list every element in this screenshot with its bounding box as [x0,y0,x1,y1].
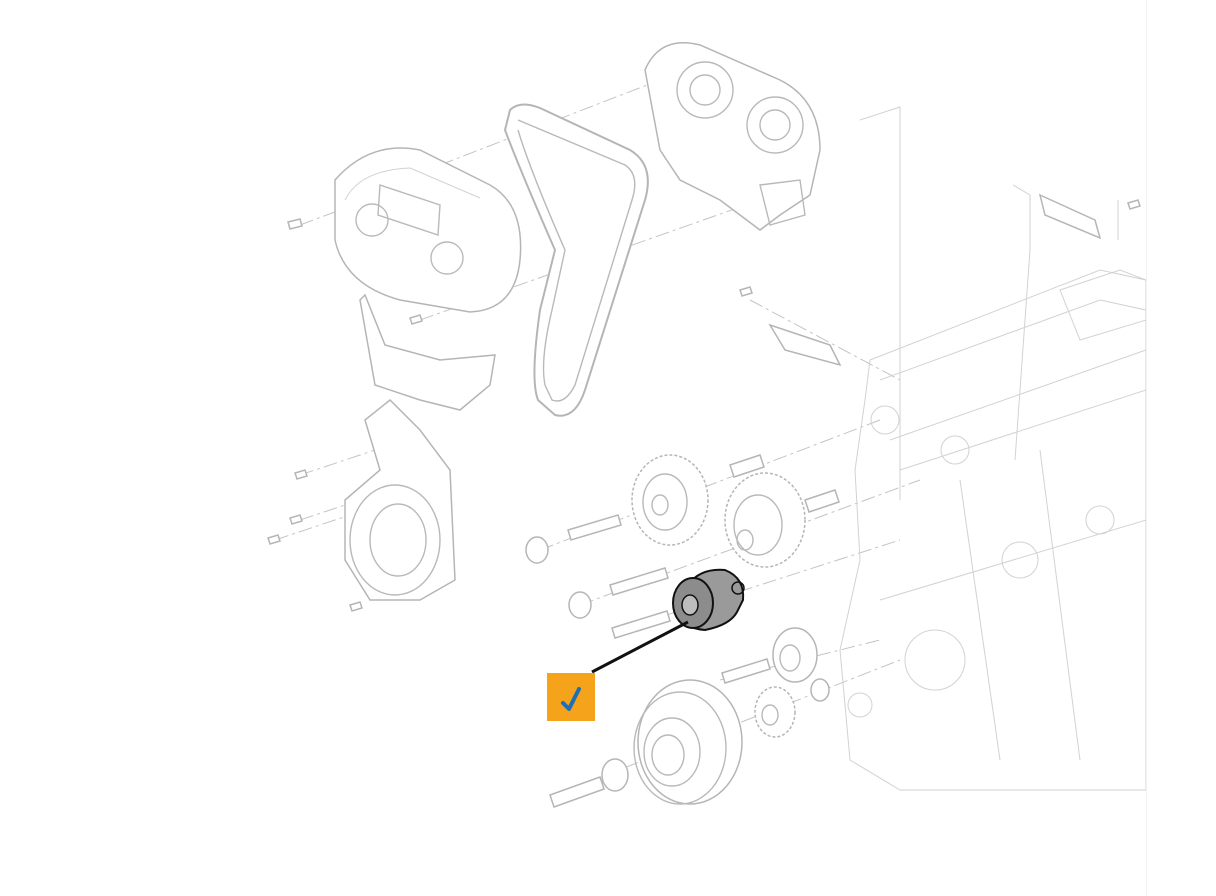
part-selection-marker[interactable] [547,673,595,721]
camshaft-sprockets [631,454,806,568]
front-timing-cover-lower [344,293,496,601]
bolts [267,199,1141,808]
timing-belt-tensioner-pulley[interactable] [672,568,745,632]
idler-and-crank [633,627,818,805]
camshaft-solenoids [768,193,1102,367]
checkmark-icon [547,673,595,721]
timing-belt [503,103,649,417]
leader-line [591,620,689,674]
front-timing-cover-upper [334,147,522,313]
engine-block [839,269,1147,791]
rear-timing-cover [644,42,821,231]
panel-edge [1146,0,1147,896]
washers [525,536,830,792]
